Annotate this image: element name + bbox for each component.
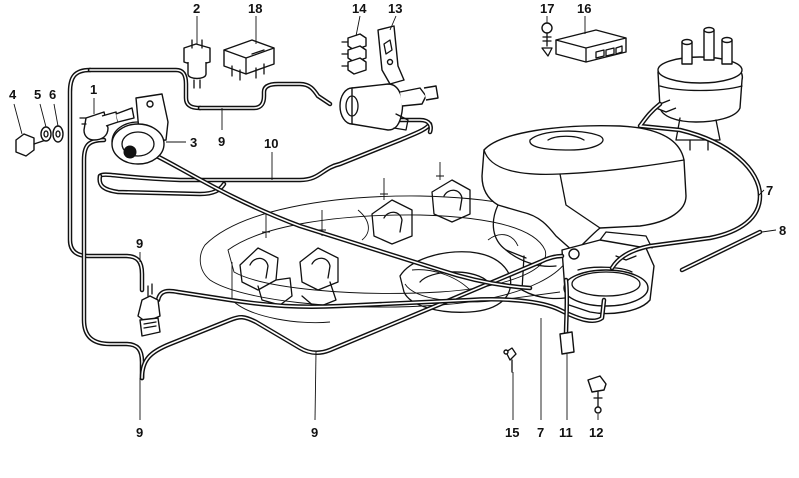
callout-9b: 9: [136, 236, 143, 251]
callout-6: 6: [49, 87, 56, 102]
pressure-unit-part-3: [111, 93, 169, 165]
callout-9d: 9: [311, 425, 318, 440]
intake-plenum: [399, 125, 687, 313]
relay-part-18: [223, 39, 275, 81]
ignition-distributor: [655, 26, 744, 151]
callout-7b: 7: [537, 425, 544, 440]
callout-8: 8: [779, 223, 786, 238]
callout-9a: 9: [218, 134, 225, 149]
control-unit: [555, 29, 627, 63]
intake-runners: [239, 162, 519, 309]
callout-12: 12: [589, 425, 603, 440]
callout-3: 3: [190, 135, 197, 150]
valve-part-1: [79, 107, 135, 141]
air-cleaner-housing: [561, 231, 655, 315]
screw-part-17: [541, 22, 553, 57]
callout-18: 18: [248, 1, 262, 16]
vacuum-hoses: [67, 67, 763, 381]
callout-1: 1: [90, 82, 97, 97]
callout-labels: 1 2 3 4 5 6 7 7 8 9 9 9 9 10 11 12 13 14…: [9, 1, 786, 440]
bracket-part-13: [377, 25, 405, 85]
callout-5: 5: [34, 87, 41, 102]
callout-17: 17: [540, 1, 554, 16]
callout-7a: 7: [766, 183, 773, 198]
temp-switch-part-9: [137, 283, 161, 337]
fitting-part-12: [587, 375, 607, 414]
callout-11: 11: [559, 425, 573, 440]
leader-lines: [13, 15, 777, 421]
callout-2: 2: [193, 1, 200, 16]
bolt-part-4: [15, 133, 47, 157]
clip-part-15: [503, 347, 517, 373]
callout-16: 16: [577, 1, 591, 16]
callout-10: 10: [264, 136, 278, 151]
connector-part-11: [559, 331, 575, 355]
vacuum-valve: [339, 83, 439, 131]
washer-part-6: [52, 125, 64, 143]
callout-4: 4: [9, 87, 17, 102]
connector-part-14: [341, 33, 367, 75]
callout-13: 13: [388, 1, 402, 16]
switch-part-2: [183, 39, 211, 89]
callout-9c: 9: [136, 425, 143, 440]
washer-part-5: [40, 126, 52, 142]
callout-14: 14: [352, 1, 367, 16]
callout-15: 15: [505, 425, 519, 440]
